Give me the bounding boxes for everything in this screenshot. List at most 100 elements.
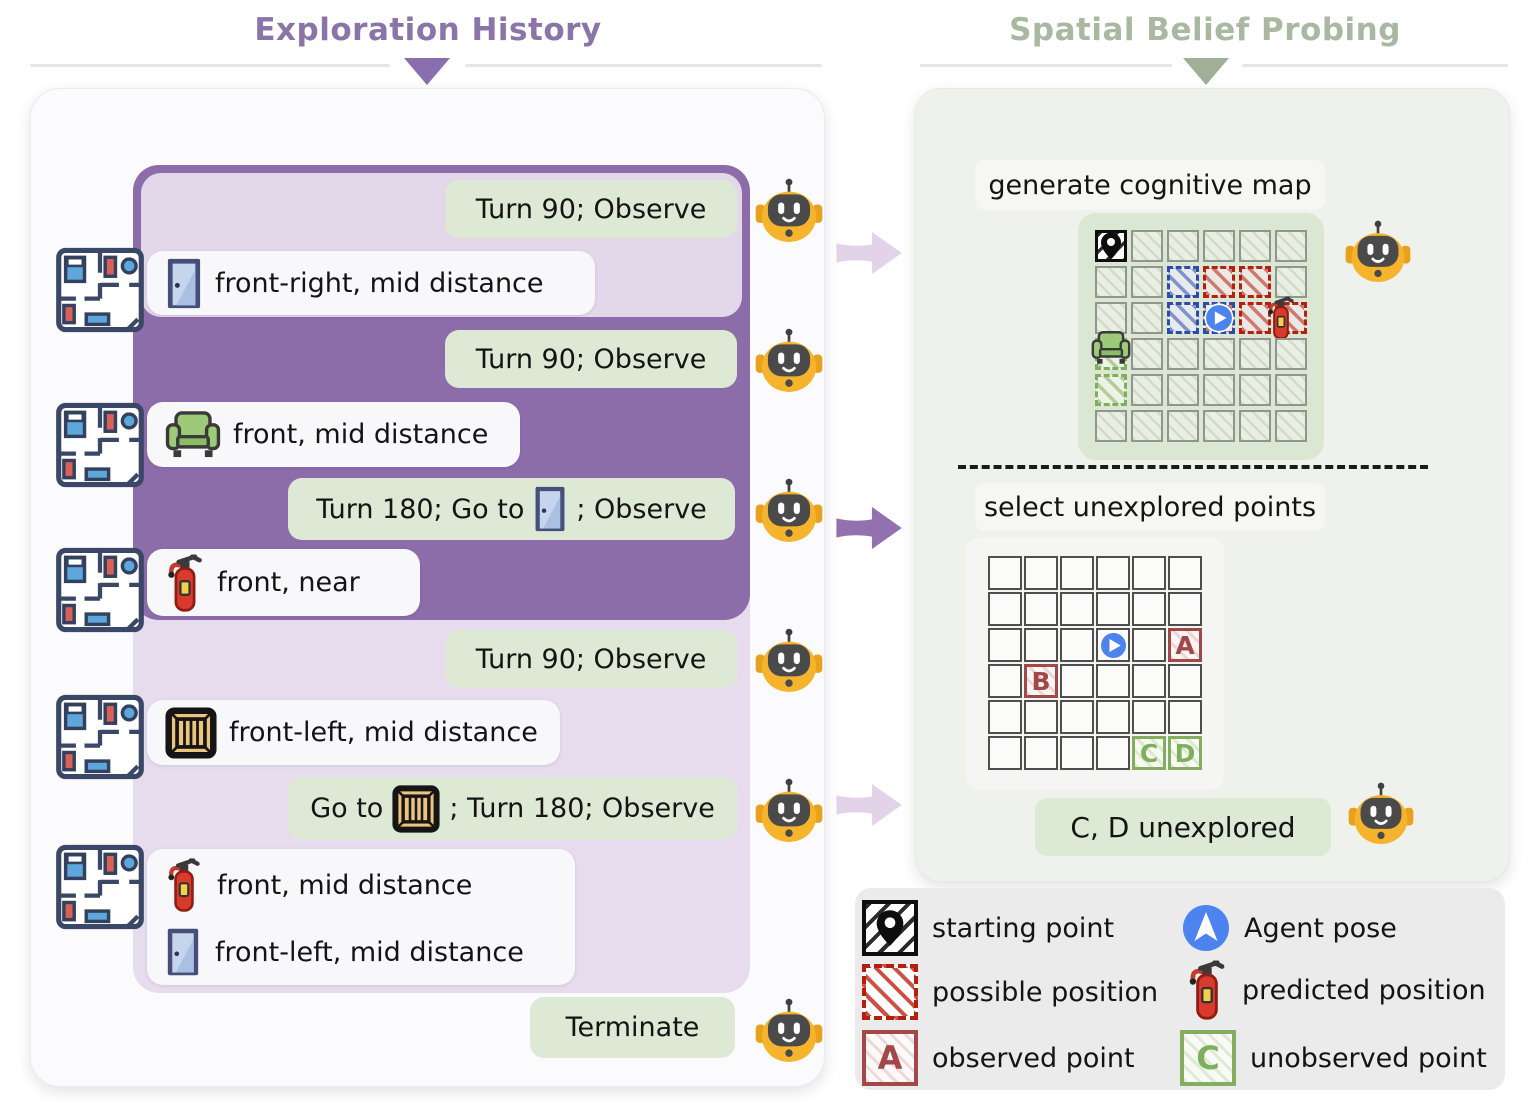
grid-cell-r5c5: D: [1168, 736, 1202, 770]
grid-cell-r3c2: [1167, 338, 1199, 370]
step2-label: select unexplored points: [975, 483, 1325, 531]
sofa-icon: [165, 410, 221, 460]
robot-icon: [755, 996, 823, 1064]
agent-icon: [1204, 303, 1234, 333]
grid-cell-r0c4: [1239, 230, 1271, 262]
observation-text: front, mid distance: [217, 869, 473, 901]
observation-text: front, near: [217, 567, 360, 598]
point-letter: B: [1031, 666, 1051, 696]
action-bubble: Go to ; Turn 180; Observe: [288, 777, 737, 840]
grid-cell-r0c2: [1060, 556, 1094, 590]
grid-cell-r0c3: [1096, 556, 1130, 590]
grid-cell-r5c1: [1024, 736, 1058, 770]
legend-item-predicted-position: predicted position: [1186, 960, 1486, 1020]
observation-text: front, mid distance: [233, 419, 489, 450]
grid-cell-r3c4: [1132, 664, 1166, 698]
grid-cell-r2c1: [1131, 302, 1163, 334]
grid-cell-r2c3: [1096, 628, 1130, 662]
starting-point-icon: [862, 900, 918, 956]
robot-icon: [1348, 780, 1414, 846]
grid-cell-r0c4: [1132, 556, 1166, 590]
grid-cell-r5c2: [1167, 410, 1199, 442]
grid-cell-r4c0: [1095, 374, 1127, 406]
possible-position-icon: [862, 964, 918, 1020]
grid-cell-r5c3: [1203, 410, 1235, 442]
action-bubble: Turn 90; Observe: [445, 180, 737, 238]
action-text: ; Turn 180; Observe: [449, 793, 715, 824]
robot-icon: [1345, 218, 1411, 284]
observed-letter: A: [877, 1039, 903, 1077]
observation-bubble: front, mid distance front-left, mid dist…: [147, 849, 575, 985]
grid-cell-r2c2: [1167, 302, 1199, 334]
floorplan-icon: [55, 844, 145, 930]
point-letter: D: [1174, 738, 1196, 768]
grid-cell-r0c0: [988, 556, 1022, 590]
pin-icon: [1099, 231, 1123, 261]
robot-icon: [755, 776, 823, 844]
grid-cell-r1c2: [1060, 592, 1094, 626]
fire-extinguisher-icon: [165, 857, 203, 913]
floorplan-icon: [55, 402, 145, 488]
step1-label: generate cognitive map: [975, 160, 1325, 210]
legend-label: starting point: [932, 912, 1115, 944]
grid-cell-r1c3: [1203, 266, 1235, 298]
flow-arrow-icon: [836, 504, 904, 552]
action-text: Turn 180; Go to: [316, 493, 525, 525]
grid-cell-r2c1: [1024, 628, 1058, 662]
observation-line: front-left, mid distance: [165, 927, 557, 977]
grid-cell-r2c0: [1095, 302, 1127, 334]
legend-item-observed-point: A observed point: [862, 1028, 1135, 1088]
grid-cell-r1c1: [1024, 592, 1058, 626]
grid-cell-r0c2: [1167, 230, 1199, 262]
grid-cell-r1c1: [1131, 266, 1163, 298]
robot-icon: [755, 326, 823, 394]
grid-cell-r4c2: [1060, 700, 1094, 734]
grid-cell-r2c5: [1268, 296, 1307, 340]
grid-cell-r1c0: [988, 592, 1022, 626]
legend-item-agent-pose: Agent pose: [1182, 898, 1397, 958]
grid-cell-r2c4: [1132, 628, 1166, 662]
grid-cell-r4c4: [1132, 700, 1166, 734]
grid-cell-r2c2: [1060, 628, 1094, 662]
observation-bubble: front, mid distance: [147, 402, 520, 467]
grid-cell-r3c1: B: [1024, 664, 1058, 698]
grid-cell-r5c4: [1239, 410, 1271, 442]
grid-cell-r5c0: [1095, 410, 1127, 442]
unobserved-letter: C: [1196, 1039, 1220, 1077]
grid-cell-r4c5: [1168, 700, 1202, 734]
grid-cell-r4c5: [1275, 374, 1307, 406]
legend-label: Agent pose: [1244, 912, 1397, 944]
legend-item-starting-point: starting point: [862, 898, 1114, 958]
action-text: Turn 90; Observe: [475, 193, 707, 225]
robot-icon: [755, 626, 823, 694]
observation-text: front-left, mid distance: [215, 936, 524, 968]
dashed-separator: [958, 465, 1428, 469]
observed-point-icon: A: [862, 1030, 918, 1086]
grid-cell-r5c1: [1131, 410, 1163, 442]
floorplan-icon: [55, 694, 145, 780]
grid-cell-r3c0: [1091, 331, 1131, 370]
fire-extinguisher-icon: [165, 553, 205, 613]
grid-cell-r1c0: [1095, 266, 1127, 298]
action-text: Terminate: [565, 1012, 700, 1043]
grid-cell-r1c4: [1239, 266, 1271, 298]
down-triangle-icon: [404, 58, 450, 85]
grid-cell-r5c3: [1096, 736, 1130, 770]
left-section-title: Exploration History: [254, 12, 602, 48]
sofa-icon: [1091, 330, 1131, 366]
grid-cell-r1c2: [1167, 266, 1199, 298]
header-rule-right-b: [1242, 64, 1508, 67]
grid-cell-r1c5: [1168, 592, 1202, 626]
grid-cell-r4c1: [1131, 374, 1163, 406]
point-letter: C: [1139, 738, 1159, 768]
robot-icon: [755, 476, 823, 544]
legend-label: predicted position: [1242, 974, 1486, 1006]
grid-cell-r0c1: [1024, 556, 1058, 590]
action-text: Go to: [310, 793, 384, 824]
grid-cell-r4c1: [1024, 700, 1058, 734]
grid-cell-r3c3: [1203, 338, 1235, 370]
header-rule-right-a: [920, 64, 1172, 67]
grid-cell-r2c0: [988, 628, 1022, 662]
